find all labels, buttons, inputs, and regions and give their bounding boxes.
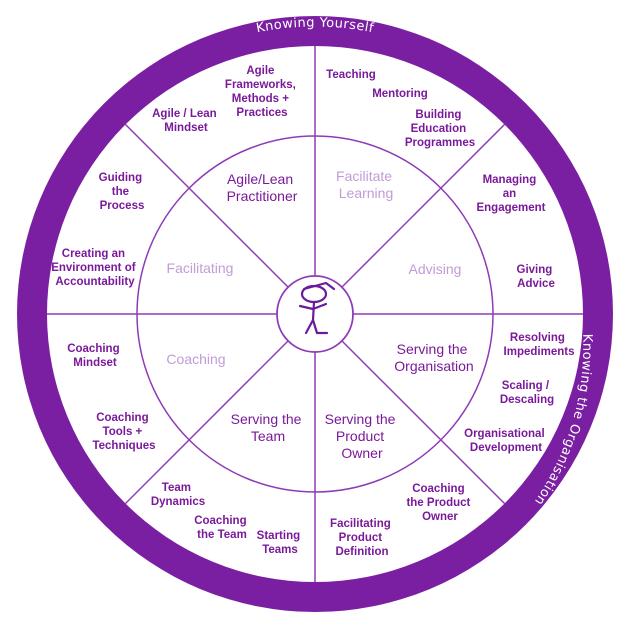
label-organisational-development: Organisational Development — [464, 428, 548, 454]
label-coaching-the-product-owner: Coaching the Product Owner — [406, 483, 473, 523]
label-guiding-the-process: Guiding the Process — [99, 172, 146, 212]
segment-facilitate-learning: Facilitate Learning — [336, 168, 396, 201]
rim-label-knowing-yourself: Knowing Yourself — [255, 16, 375, 37]
segment-serving-the-product-owner: Serving the Product Owner — [325, 411, 400, 461]
label-team-dynamics: Team Dynamics — [151, 482, 205, 508]
label-agile-lean-mindset: Agile / Lean Mindset — [152, 108, 220, 134]
segment-facilitating: Facilitating — [167, 260, 234, 276]
label-building-education: Building Education Programmes — [405, 109, 475, 149]
segment-coaching: Coaching — [166, 351, 225, 367]
label-mentoring: Mentoring — [372, 88, 428, 100]
segment-advising: Advising — [409, 261, 462, 277]
label-managing-engagement: Managing an Engagement — [476, 174, 545, 214]
center-hub — [276, 275, 354, 353]
label-giving-advice: Giving Advice — [517, 264, 556, 290]
label-starting-teams: Starting Teams — [257, 530, 304, 556]
label-coaching-the-team: Coaching the Team — [194, 515, 250, 541]
label-resolving-impediments: Resolving Impediments — [504, 332, 575, 358]
label-coaching-tools-techniques: Coaching Tools + Techniques — [92, 412, 155, 452]
segment-agile-lean-practitioner: Agile/Lean Practitioner — [227, 171, 298, 204]
stick-figure-icon — [298, 281, 336, 335]
label-agile-frameworks: Agile Frameworks, Methods + Practices — [225, 65, 299, 119]
label-teaching: Teaching — [326, 69, 376, 81]
segment-serving-the-team: Serving the Team — [231, 411, 306, 444]
label-creating-environment: Creating an Environment of Accountabilit… — [51, 248, 139, 288]
label-coaching-mindset: Coaching Mindset — [67, 343, 123, 369]
label-scaling-descaling: Scaling / Descaling — [500, 380, 554, 406]
segment-serving-the-organisation: Serving the Organisation — [394, 341, 473, 374]
spokes — [47, 46, 583, 582]
label-facilitating-product-definition: Facilitating Product Definition — [330, 518, 394, 558]
